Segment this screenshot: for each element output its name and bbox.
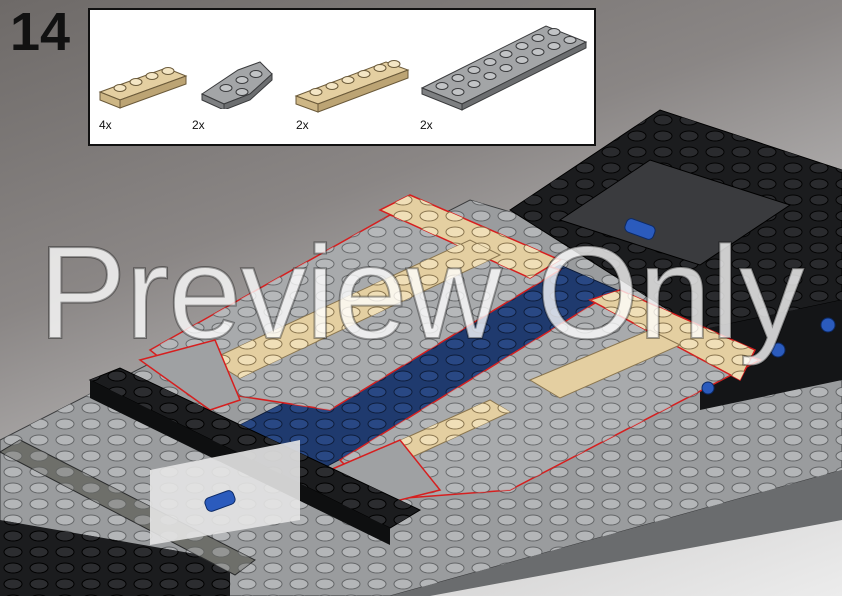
grey-wedge-plate-icon <box>200 61 273 109</box>
grey-plate-2x8-icon <box>420 25 588 111</box>
tan-plate-1x6-icon <box>294 60 410 113</box>
part-qty: 4x <box>99 118 112 132</box>
preview-watermark: Preview Only <box>37 218 806 367</box>
step-number: 14 <box>10 2 71 62</box>
blue-pins <box>204 218 836 512</box>
tan-plate-1x4-icon <box>98 67 188 109</box>
part-qty: 2x <box>296 118 309 132</box>
front-left-frame <box>0 439 300 596</box>
new-parts-highlight <box>138 194 762 506</box>
black-frame <box>509 109 842 410</box>
part-qty: 2x <box>192 118 205 132</box>
parts-list-callout: 4x 2x 2x <box>88 8 596 146</box>
part-qty: 2x <box>420 118 433 132</box>
